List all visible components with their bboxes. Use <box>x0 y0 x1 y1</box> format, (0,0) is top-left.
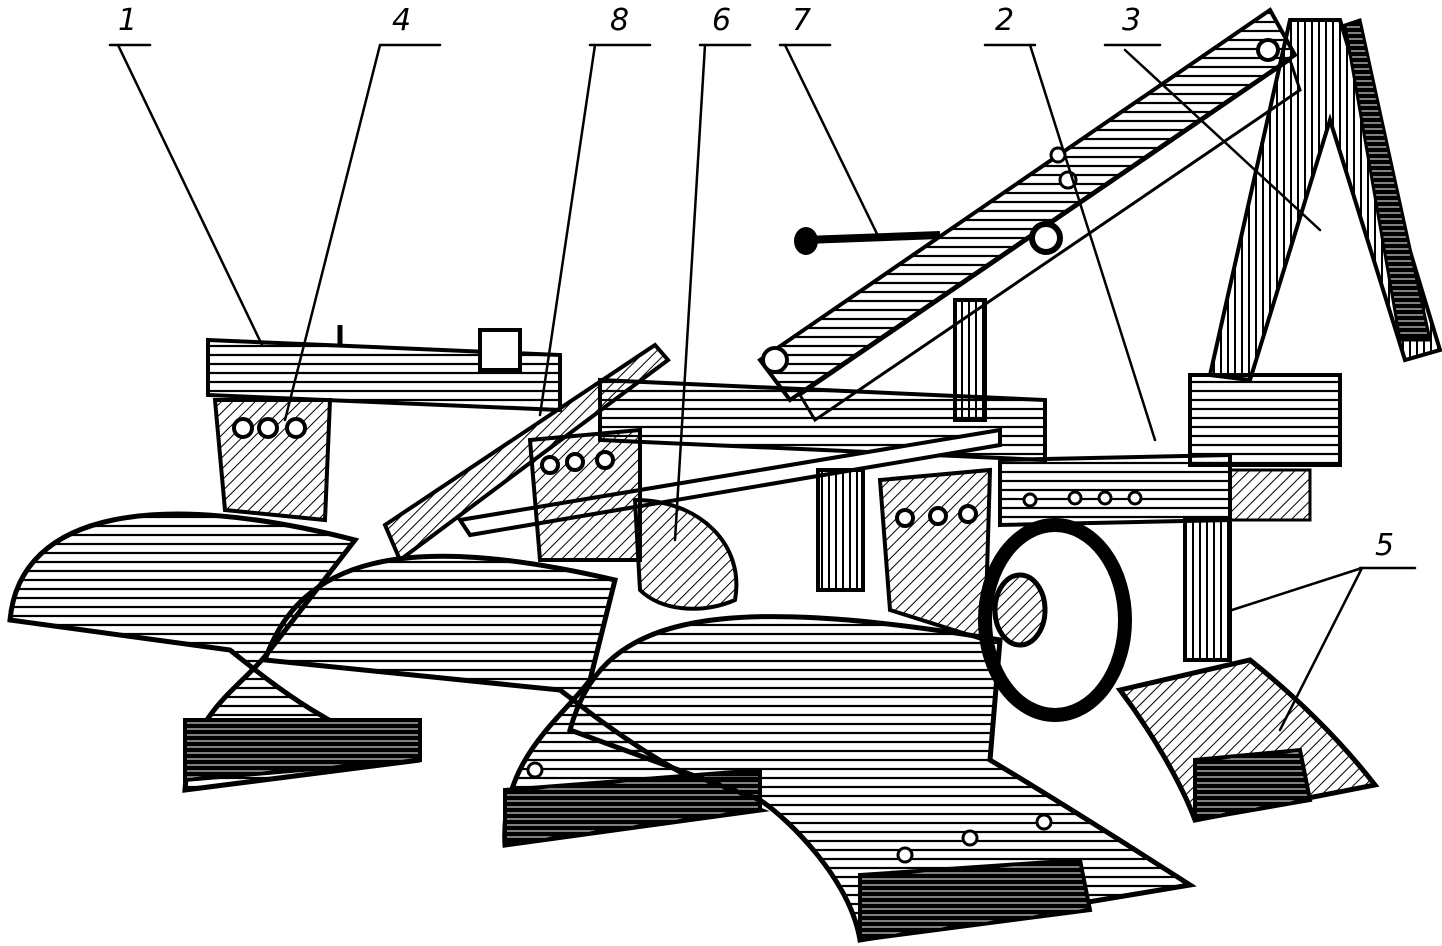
callout-1: 1 <box>108 3 264 347</box>
callout-6: 6 <box>673 3 752 542</box>
disc-coulter <box>632 497 739 611</box>
callout-label-1: 1 <box>118 3 137 38</box>
plough-body-1 <box>7 511 422 793</box>
callout-label-8: 8 <box>610 3 629 38</box>
callout-label-2: 2 <box>995 3 1014 38</box>
gauge-wheel <box>978 518 1132 722</box>
adjusting-screw <box>794 221 1063 255</box>
callout-3: 3 <box>1103 3 1322 232</box>
hitch-tower <box>1188 18 1442 522</box>
plough-standards <box>212 298 1232 662</box>
callout-label-7: 7 <box>792 3 811 38</box>
main-frame <box>206 325 1232 528</box>
callout-label-3: 3 <box>1122 3 1141 38</box>
rear-subsoiler <box>1115 657 1380 823</box>
callout-7: 7 <box>778 3 882 242</box>
callout-label-4: 4 <box>392 3 411 38</box>
callout-2: 2 <box>983 3 1157 442</box>
callout-label-6: 6 <box>712 3 731 38</box>
callout-5: 5 <box>1230 528 1417 732</box>
callout-label-5: 5 <box>1375 528 1394 563</box>
plough-body-3 <box>566 614 1197 943</box>
plough-body-2 <box>261 553 770 848</box>
callout-8: 8 <box>538 3 652 417</box>
callout-4: 4 <box>283 3 442 422</box>
